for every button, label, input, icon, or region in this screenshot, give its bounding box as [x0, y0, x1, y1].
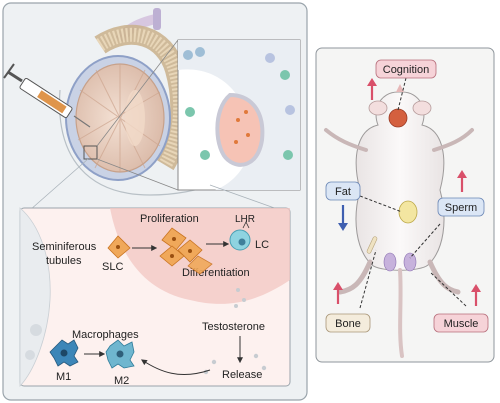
fat-box: Fat: [325, 181, 361, 201]
leydig-cell: [229, 221, 251, 251]
mouse-panel: Cognition Fat Sperm Bone: [315, 47, 495, 363]
macrophage-m2: [105, 339, 135, 369]
m1-label: M1: [56, 371, 71, 383]
macrophage-m1: [49, 339, 79, 367]
seminiferous-tubules-label-2: tubules: [46, 255, 82, 267]
epididymis: [94, 8, 191, 171]
muscle-label: Muscle: [444, 318, 479, 330]
bone-label: Bone: [335, 318, 361, 330]
sperm-label: Sperm: [445, 202, 477, 214]
cognition-label: Cognition: [383, 64, 429, 76]
proliferation-label: Proliferation: [140, 213, 199, 225]
fat-label: Fat: [335, 186, 351, 198]
macrophages-label: Macrophages: [72, 329, 139, 341]
testis-panel: Seminiferous tubules Proliferation LHR S…: [2, 2, 308, 401]
m2-label: M2: [114, 375, 129, 387]
testosterone-label: Testosterone: [202, 321, 265, 333]
seminiferous-tubules-label: Seminiferous: [32, 241, 97, 253]
muscle-box: Muscle: [433, 313, 489, 333]
fat-down-arrow-icon: [338, 205, 348, 231]
release-label: Release: [222, 369, 262, 381]
sperm-box: Sperm: [437, 197, 485, 217]
cognition-box: Cognition: [375, 59, 437, 79]
muscle-up-arrow-icon: [471, 284, 481, 306]
slc-label: SLC: [102, 261, 123, 273]
tubule-zoom-inset: [96, 39, 301, 191]
stem-leydig-cells: [107, 227, 213, 275]
cognition-up-arrow-icon: [367, 78, 377, 100]
mouse-icon: [324, 84, 474, 358]
bone-up-arrow-icon: [333, 282, 343, 304]
bone-box: Bone: [325, 313, 371, 333]
lc-label: LC: [255, 239, 269, 251]
sperm-up-arrow-icon: [457, 170, 467, 192]
leader-lines: [359, 77, 467, 309]
syringe-icon: [3, 63, 91, 128]
leydig-inset: Seminiferous tubules Proliferation LHR S…: [19, 207, 291, 388]
lhr-label: LHR: [235, 214, 255, 225]
